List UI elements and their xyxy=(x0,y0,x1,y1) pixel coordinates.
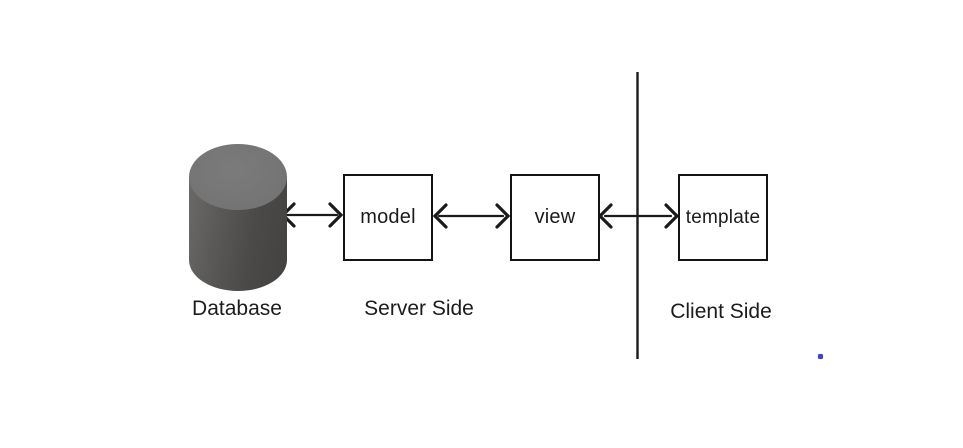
template-box: template xyxy=(678,174,768,261)
client-side-label: Client Side xyxy=(670,300,772,323)
arrow-database-model xyxy=(280,202,344,228)
database-label: Database xyxy=(192,297,282,320)
model-box-label: model xyxy=(360,206,416,228)
template-box-label: template xyxy=(685,206,761,228)
view-box-label: view xyxy=(534,206,576,228)
arrow-view-template xyxy=(597,203,680,229)
stray-dot xyxy=(818,354,823,359)
database-cylinder xyxy=(189,144,287,291)
view-box: view xyxy=(510,174,600,261)
model-box: model xyxy=(343,174,433,261)
server-side-label: Server Side xyxy=(364,297,474,320)
arrow-model-view xyxy=(432,203,511,229)
database-cylinder-top xyxy=(189,144,287,210)
